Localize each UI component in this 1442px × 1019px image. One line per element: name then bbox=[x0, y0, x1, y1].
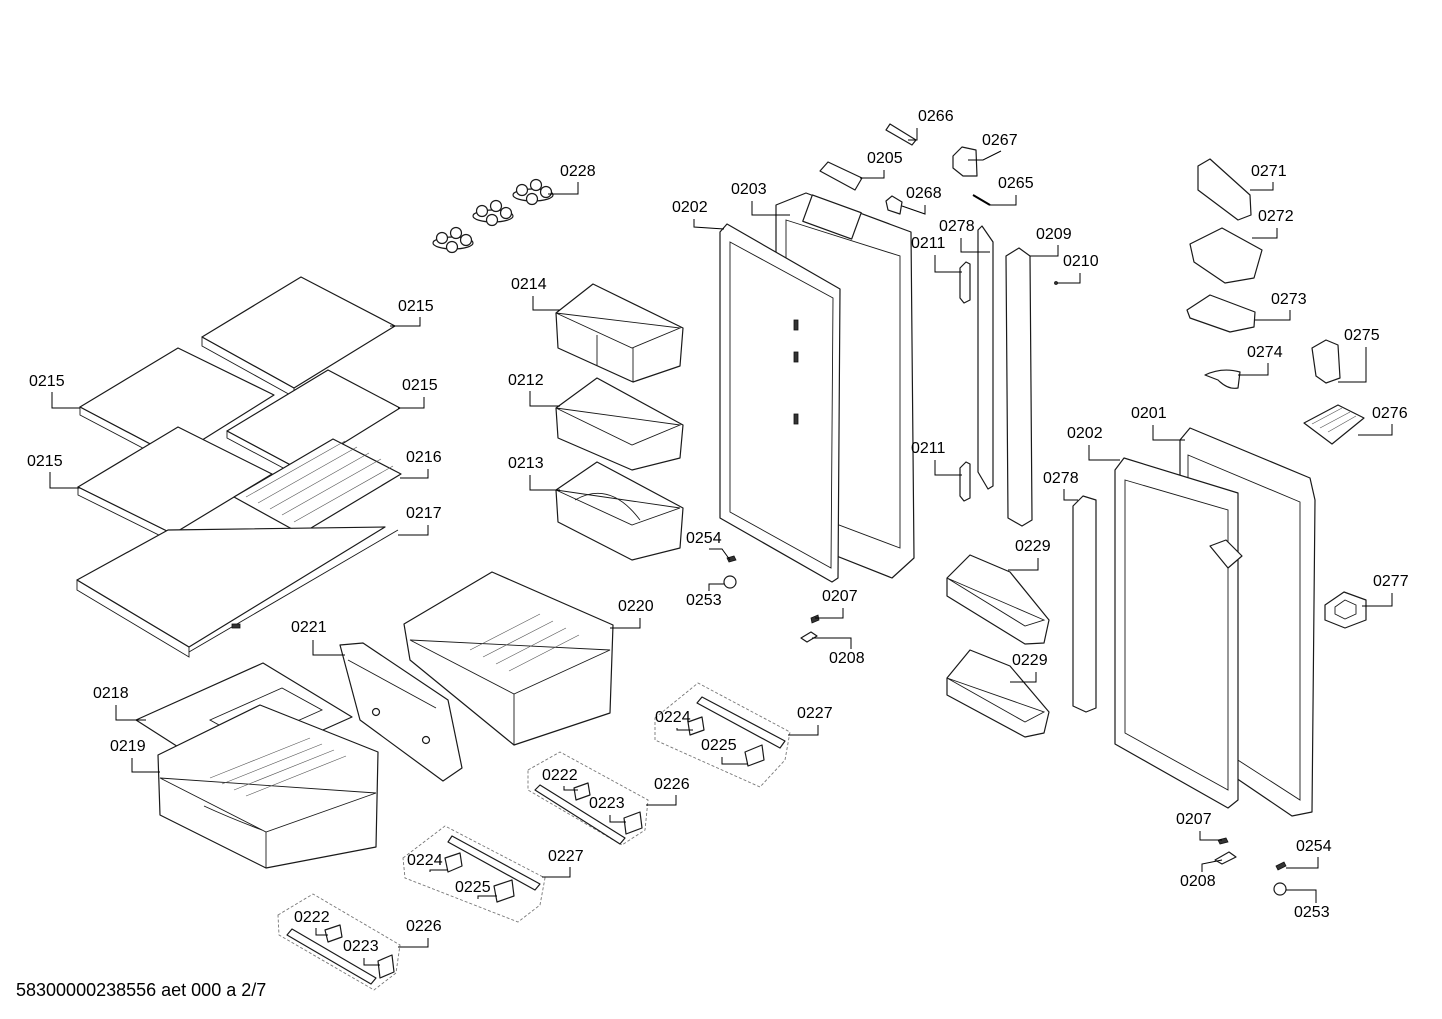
callout-0229: 0229 bbox=[1012, 652, 1048, 669]
small-parts bbox=[723, 555, 1287, 896]
callout-0266: 0266 bbox=[918, 108, 954, 125]
callout-0229: 0229 bbox=[1015, 538, 1051, 555]
callout-0223: 0223 bbox=[589, 795, 625, 812]
right-door bbox=[1114, 427, 1316, 817]
callout-0221: 0221 bbox=[291, 619, 327, 636]
callout-0275: 0275 bbox=[1344, 327, 1380, 344]
drawer-rails bbox=[277, 682, 791, 991]
callout-0223: 0223 bbox=[343, 938, 379, 955]
drawing-number: 58300000238556 aet 000 a 2/7 bbox=[16, 980, 267, 1000]
callout-0277: 0277 bbox=[1373, 573, 1409, 590]
egg-trays bbox=[432, 178, 554, 254]
callout-0225: 0225 bbox=[701, 737, 737, 754]
callout-0272: 0272 bbox=[1258, 208, 1294, 225]
callout-labels: 0266026702050268026502280203020202780211… bbox=[27, 108, 1409, 955]
callout-0202: 0202 bbox=[672, 199, 708, 216]
callout-0207: 0207 bbox=[822, 588, 858, 605]
callout-0227: 0227 bbox=[548, 848, 584, 865]
callout-0203: 0203 bbox=[731, 181, 767, 198]
callout-0224: 0224 bbox=[407, 852, 443, 869]
callout-0271: 0271 bbox=[1251, 163, 1287, 180]
door-shelves-0229 bbox=[946, 554, 1050, 738]
callout-0276: 0276 bbox=[1372, 405, 1408, 422]
callout-0215: 0215 bbox=[398, 298, 434, 315]
callout-0217: 0217 bbox=[406, 505, 442, 522]
dispenser-parts bbox=[1186, 158, 1367, 629]
callout-0211: 0211 bbox=[911, 440, 946, 457]
callout-0278: 0278 bbox=[939, 218, 975, 235]
callout-0212: 0212 bbox=[508, 372, 544, 389]
callout-0227: 0227 bbox=[797, 705, 833, 722]
callout-0207: 0207 bbox=[1176, 811, 1212, 828]
callout-0220: 0220 bbox=[618, 598, 654, 615]
callout-0211: 0211 bbox=[911, 235, 946, 252]
callout-0210: 0210 bbox=[1063, 253, 1099, 270]
callout-0274: 0274 bbox=[1247, 344, 1283, 361]
callout-0278: 0278 bbox=[1043, 470, 1079, 487]
door-strips bbox=[959, 225, 1097, 713]
callout-0213: 0213 bbox=[508, 455, 544, 472]
drawers bbox=[135, 571, 614, 869]
callout-0208: 0208 bbox=[829, 650, 865, 667]
callout-0222: 0222 bbox=[542, 767, 578, 784]
callout-0226: 0226 bbox=[406, 918, 442, 935]
door-top-parts bbox=[819, 123, 991, 215]
glass-shelves bbox=[76, 276, 402, 658]
callout-0214: 0214 bbox=[511, 276, 547, 293]
callout-0273: 0273 bbox=[1271, 291, 1307, 308]
callout-0268: 0268 bbox=[906, 185, 942, 202]
callout-0219: 0219 bbox=[110, 738, 146, 755]
callout-0201: 0201 bbox=[1131, 405, 1167, 422]
callout-0218: 0218 bbox=[93, 685, 129, 702]
callout-0215: 0215 bbox=[402, 377, 438, 394]
callout-0215: 0215 bbox=[29, 373, 65, 390]
callout-0254: 0254 bbox=[1296, 838, 1332, 855]
callout-0215: 0215 bbox=[27, 453, 63, 470]
left-door bbox=[719, 192, 915, 583]
door-bins bbox=[555, 283, 684, 561]
callout-0208: 0208 bbox=[1180, 873, 1216, 890]
callout-0224: 0224 bbox=[655, 709, 691, 726]
callout-0216: 0216 bbox=[406, 449, 442, 466]
callout-0222: 0222 bbox=[294, 909, 330, 926]
callout-0225: 0225 bbox=[455, 879, 491, 896]
callout-0205: 0205 bbox=[867, 150, 903, 167]
callout-0253: 0253 bbox=[686, 592, 722, 609]
callout-0267: 0267 bbox=[982, 132, 1018, 149]
callout-0253: 0253 bbox=[1294, 904, 1330, 921]
callout-0226: 0226 bbox=[654, 776, 690, 793]
leader-lines bbox=[49, 128, 1393, 966]
callout-0202: 0202 bbox=[1067, 425, 1103, 442]
callout-0254: 0254 bbox=[686, 530, 722, 547]
callout-0265: 0265 bbox=[998, 175, 1034, 192]
callout-0209: 0209 bbox=[1036, 226, 1072, 243]
callout-0228: 0228 bbox=[560, 163, 596, 180]
